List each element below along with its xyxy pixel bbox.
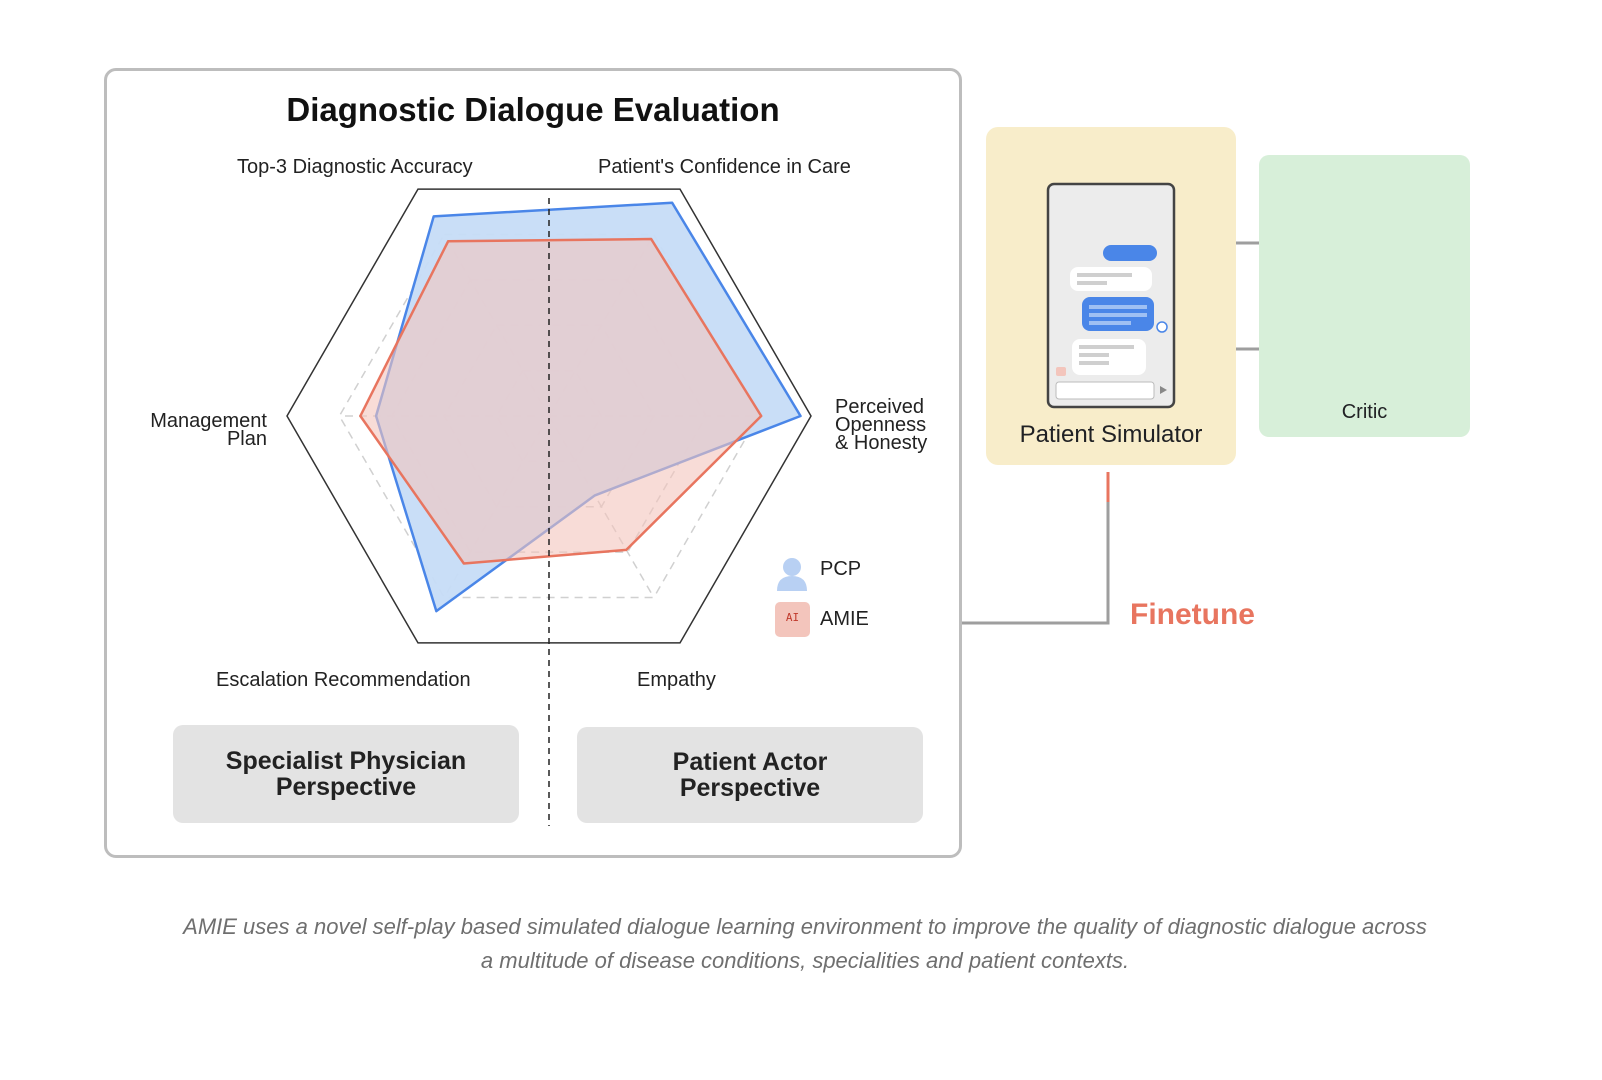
axis-label-escalation: Escalation Recommendation — [216, 669, 471, 691]
axis-label-empathy: Empathy — [637, 669, 716, 691]
ai-badge-icon — [775, 602, 810, 637]
evaluation-title: Diagnostic Dialogue Evaluation — [286, 91, 780, 128]
phone-chat-icon — [1046, 182, 1176, 409]
axis-label-confidence: Patient's Confidence in Care — [598, 156, 851, 178]
legend-label-amie: AMIE — [820, 608, 869, 630]
axis-label-openness: Perceived Openness & Honesty — [835, 396, 928, 454]
finetune-connector — [962, 472, 1110, 625]
ai-badge-text: AI — [785, 611, 800, 624]
critic-label: Critic — [1341, 401, 1388, 423]
patient-simulator-box: Patient Simulator — [986, 127, 1236, 465]
patient-simulator-label: Patient Simulator — [1019, 421, 1203, 448]
axis-label-management: Management Plan — [150, 410, 267, 450]
legend — [775, 558, 810, 637]
legend-label-pcp: PCP — [820, 558, 862, 580]
evaluation-panel: Diagnostic Dialogue Evaluation Top-3 Dia… — [104, 68, 962, 858]
radar-chart — [286, 188, 812, 826]
specialist-perspective-box: Specialist Physician Perspective — [173, 725, 519, 823]
finetune-label: Finetune — [1130, 598, 1255, 631]
person-icon — [777, 558, 807, 591]
critic-box: Critic — [1259, 155, 1470, 437]
axis-label-top3: Top-3 Diagnostic Accuracy — [237, 156, 473, 178]
radar-outer-hexagon — [286, 188, 812, 644]
patient-perspective-box: Patient Actor Perspective — [577, 727, 923, 823]
figure-caption: AMIE uses a novel self-play based simula… — [183, 914, 1427, 973]
amie-series-area — [359, 237, 763, 565]
